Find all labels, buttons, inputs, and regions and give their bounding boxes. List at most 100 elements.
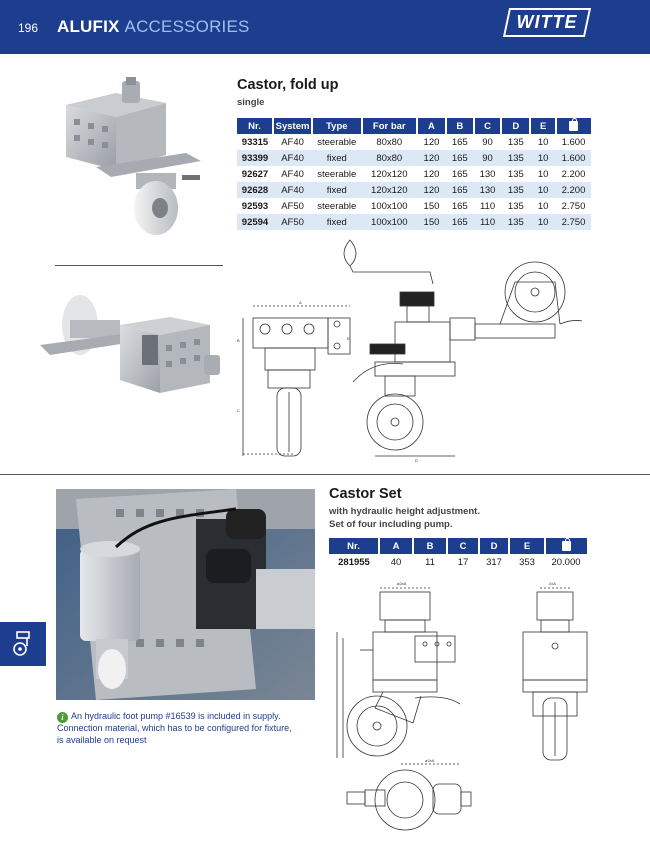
- table-cell: 1.600: [555, 134, 591, 150]
- weight-icon: [562, 537, 571, 551]
- table-cell: 165: [445, 134, 474, 150]
- table-cell: 165: [445, 166, 474, 182]
- dim-label-b: B: [237, 338, 240, 343]
- set-bottom-label: ø2xA: [425, 758, 435, 763]
- table-cell: 2.200: [555, 166, 591, 182]
- col-header: A: [379, 538, 414, 554]
- table-cell: 135: [501, 214, 531, 230]
- table-cell: 2.750: [555, 214, 591, 230]
- castor-set-photo: [56, 489, 315, 700]
- page-header: 196 ALUFIX ACCESSORIES WITTE: [0, 0, 650, 54]
- page-number: 196: [18, 21, 39, 35]
- article-number-cell: 281955: [329, 554, 379, 570]
- table-header-row: Nr. A B C D E: [329, 537, 587, 554]
- table-cell: 17: [447, 554, 479, 570]
- section-divider: [0, 474, 650, 475]
- section-title-light: ACCESSORIES: [124, 17, 250, 36]
- table-cell: 165: [445, 182, 474, 198]
- table-cell: 120: [417, 182, 446, 198]
- table-cell: fixed: [312, 182, 362, 198]
- table-cell: 2.750: [555, 198, 591, 214]
- table-cell: AF50: [273, 214, 313, 230]
- article-number-cell: 93315: [237, 134, 274, 150]
- table-cell: 130: [473, 182, 502, 198]
- table-cell: 165: [445, 214, 474, 230]
- table-cell: 120x120: [361, 166, 418, 182]
- set-top-right-label: 2xA: [549, 581, 556, 586]
- table-cell: steerable: [312, 198, 362, 214]
- weight-column-header: [555, 117, 591, 134]
- col-header: D: [501, 118, 532, 134]
- table-cell: 165: [445, 198, 474, 214]
- castor-fold-photo-2: [40, 285, 220, 405]
- table-cell: 10: [530, 182, 556, 198]
- table-cell: 1.600: [555, 150, 591, 166]
- dim-label-e: E: [347, 336, 350, 341]
- note-line-1: An hydraulic foot pump #16539 is include…: [71, 711, 281, 721]
- table-cell: 135: [501, 198, 531, 214]
- table-cell: 135: [501, 182, 531, 198]
- castor-fold-title: Castor, fold up: [237, 77, 339, 93]
- table-cell: 135: [501, 134, 531, 150]
- col-header: E: [530, 118, 557, 134]
- article-number-cell: 93399: [237, 150, 274, 166]
- table-cell: 150: [417, 198, 446, 214]
- castor-icon: [13, 631, 30, 656]
- castor-fold-subtitle: single: [237, 97, 265, 108]
- table-cell: 20.000: [545, 554, 587, 570]
- table-cell: 165: [445, 150, 474, 166]
- table-cell: 10: [530, 166, 556, 182]
- col-header: System: [273, 118, 314, 134]
- table-cell: 135: [501, 166, 531, 182]
- table-cell: 10: [530, 150, 556, 166]
- table-cell: 10: [530, 134, 556, 150]
- section-title: ALUFIX ACCESSORIES: [57, 17, 250, 37]
- table-cell: 135: [501, 150, 531, 166]
- col-header: E: [509, 538, 546, 554]
- article-number-cell: 92627: [237, 166, 274, 182]
- castor-fold-drawing: A B C D E: [237, 239, 583, 462]
- castor-set-drawing: ø2xA 2xA ø2xA: [336, 581, 588, 831]
- table-cell: AF40: [273, 182, 313, 198]
- table-cell: 90: [473, 134, 502, 150]
- table-cell: steerable: [312, 134, 362, 150]
- dim-label-c: C: [237, 408, 240, 413]
- col-header: For bar: [361, 118, 419, 134]
- table-cell: 100x100: [361, 214, 418, 230]
- col-header: Nr.: [237, 118, 275, 134]
- table-cell: 2.200: [555, 182, 591, 198]
- logo-text: WITTE: [516, 12, 578, 32]
- table-cell: 100x100: [361, 198, 418, 214]
- table-cell: 317: [479, 554, 509, 570]
- note-line-2: Connection material, which has to be con…: [57, 723, 292, 733]
- col-header: B: [413, 538, 448, 554]
- table-cell: 80x80: [361, 134, 418, 150]
- table-cell: 130: [473, 166, 502, 182]
- weight-column-header: [545, 537, 587, 554]
- col-header: Type: [312, 118, 363, 134]
- castor-set-subtitle-1: with hydraulic height adjustment.: [329, 506, 480, 517]
- table-cell: AF40: [273, 150, 313, 166]
- article-number-cell: 92594: [237, 214, 274, 230]
- col-header: C: [447, 538, 480, 554]
- table-cell: AF40: [273, 134, 313, 150]
- section-title-bold: ALUFIX: [57, 17, 120, 36]
- table-cell: AF40: [273, 166, 313, 182]
- table-cell: 353: [509, 554, 545, 570]
- note-line-3: is available on request: [57, 734, 147, 745]
- table-cell: 150: [417, 214, 446, 230]
- witte-logo: WITTE: [502, 8, 592, 37]
- table-cell: 40: [379, 554, 413, 570]
- table-cell: AF50: [273, 198, 313, 214]
- col-header: A: [417, 118, 447, 134]
- table-cell: 120: [417, 166, 446, 182]
- col-header: Nr.: [329, 538, 380, 554]
